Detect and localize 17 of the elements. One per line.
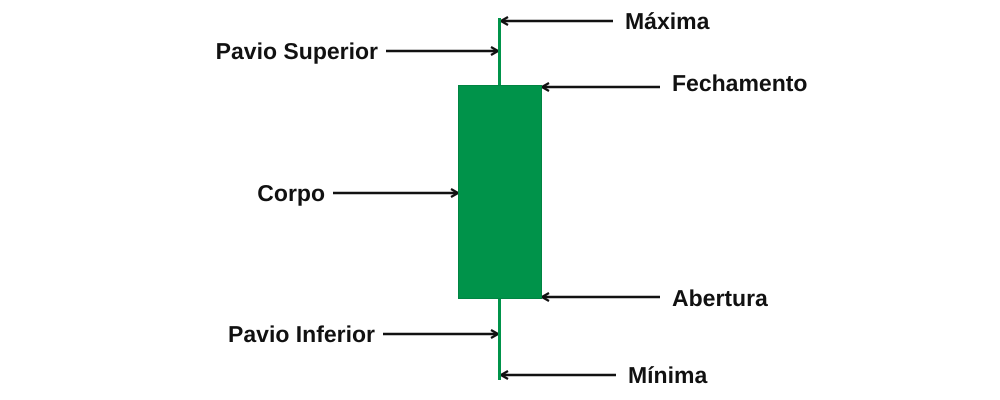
leader-arrow <box>500 370 616 380</box>
part-label: Fechamento <box>672 69 808 97</box>
part-label: Mínima <box>628 361 708 389</box>
leader-arrow <box>500 16 613 26</box>
part-label: Pavio Inferior <box>228 320 375 348</box>
part-label: Pavio Superior <box>216 37 378 65</box>
leader-arrow <box>540 292 660 302</box>
leader-arrow <box>333 188 460 198</box>
lower-wick <box>498 299 501 380</box>
leader-arrow <box>383 328 500 340</box>
candle-body <box>458 85 542 299</box>
leader-arrow <box>540 82 660 92</box>
leader-arrow <box>386 46 500 56</box>
part-label: Corpo <box>257 179 325 207</box>
part-label: Abertura <box>672 284 768 312</box>
part-label: Máxima <box>625 7 710 35</box>
upper-wick <box>498 18 501 85</box>
